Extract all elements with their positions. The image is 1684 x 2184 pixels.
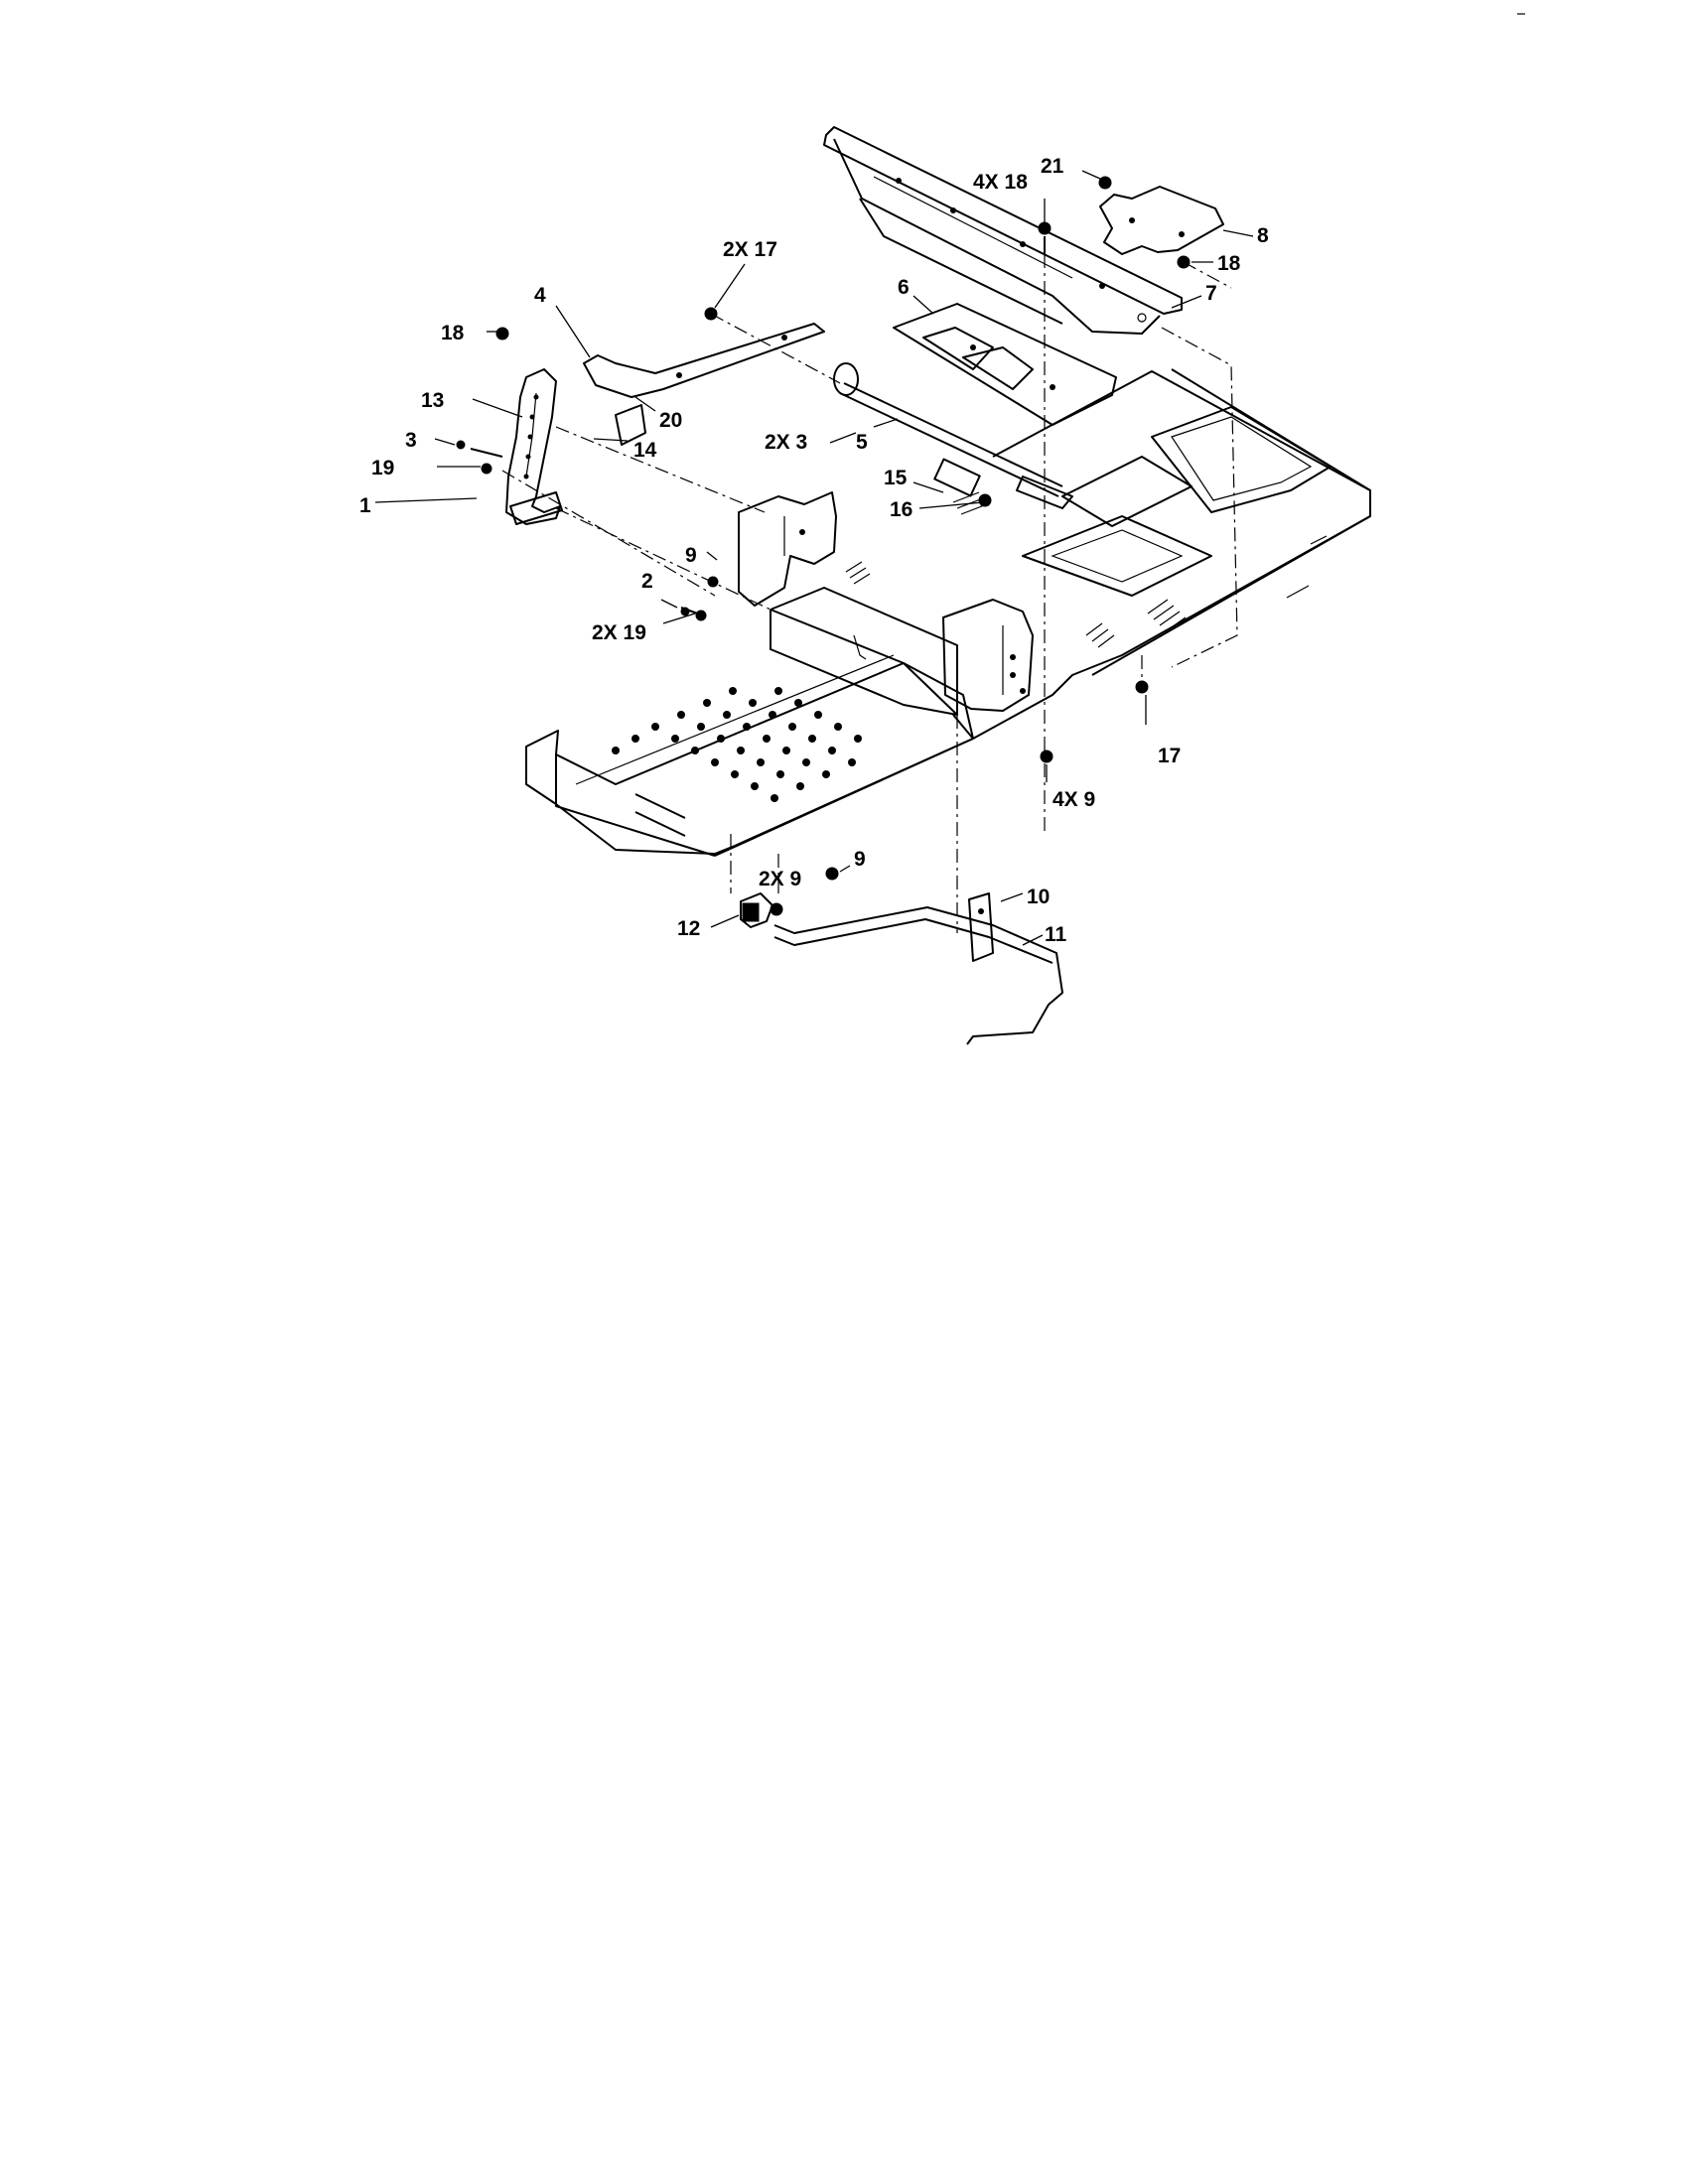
callout-6: 6 [898, 276, 910, 299]
callout-17: 17 [1158, 745, 1181, 767]
callout-4x18: 4X 18 [973, 171, 1028, 194]
callout-5: 5 [856, 431, 868, 454]
callout-4: 4 [534, 284, 546, 307]
callout-2x19: 2X 19 [592, 621, 646, 644]
callout-18-left: 18 [441, 322, 465, 344]
callout-1: 1 [359, 494, 371, 517]
callout-19: 19 [371, 457, 394, 479]
callout-10: 10 [1027, 886, 1050, 908]
leader-lines [374, 170, 1254, 946]
callout-2: 2 [641, 570, 653, 593]
right-tower [942, 599, 1034, 712]
callout-14: 14 [633, 439, 657, 462]
callouts: 21 4X 18 8 18 7 2X 17 6 4 18 13 20 3 14 … [359, 155, 1269, 946]
part-14-pad [615, 404, 646, 446]
callout-2x9: 2X 9 [759, 868, 801, 890]
part-5-shaft [833, 327, 1073, 509]
callout-8: 8 [1257, 224, 1269, 247]
callout-12: 12 [677, 917, 700, 940]
seat-panel [770, 587, 958, 716]
callout-9-lower: 9 [854, 848, 866, 871]
floor-holes [612, 687, 862, 802]
callout-4x9: 4X 9 [1052, 788, 1095, 811]
floor-pan [525, 654, 974, 857]
callout-2x3: 2X 3 [765, 431, 807, 454]
part-6-shield [893, 303, 1117, 426]
callout-15: 15 [884, 467, 908, 489]
alignment-lines [501, 254, 1238, 933]
part-10-plate [968, 892, 994, 962]
callout-2x17: 2X 17 [723, 238, 777, 261]
callout-3: 3 [405, 429, 417, 452]
callout-7: 7 [1205, 282, 1217, 305]
callout-13: 13 [421, 389, 444, 412]
callout-16: 16 [890, 498, 912, 521]
hardware [456, 176, 1191, 916]
part-11-lever-rod [773, 892, 1063, 1045]
callout-9-upper: 9 [685, 544, 697, 567]
part-13-curved-bracket [505, 368, 563, 525]
callout-11: 11 [1045, 923, 1067, 946]
callout-21: 21 [1041, 155, 1064, 178]
part-4-arm [583, 323, 825, 398]
part-8-plate [1099, 186, 1224, 255]
part-7-rear-bracket [823, 126, 1183, 335]
main-frame [845, 368, 1371, 740]
part-12-switch [740, 892, 773, 928]
left-tower [738, 491, 837, 607]
callout-18-right: 18 [1217, 252, 1241, 275]
callout-20: 20 [659, 409, 682, 432]
